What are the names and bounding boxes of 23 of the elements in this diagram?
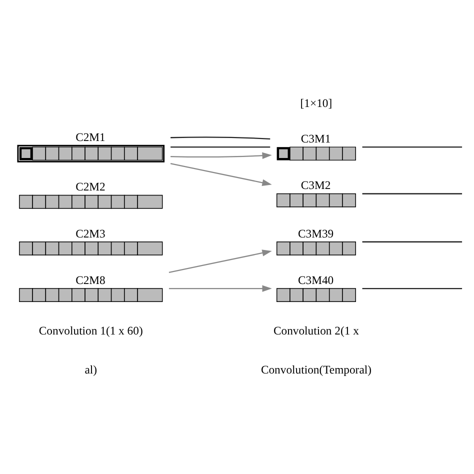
label: Convolution 2(1 x: [273, 324, 359, 337]
node-label: C3M40: [298, 274, 334, 287]
arrow: [168, 284, 272, 292]
label: [1×10]: [300, 96, 332, 110]
connector: [362, 192, 462, 194]
connector: [170, 146, 270, 148]
node-label: C3M39: [298, 226, 334, 240]
arrow: [168, 249, 272, 272]
node-label: C3M2: [300, 178, 331, 192]
connector: [362, 240, 462, 242]
node-label: C2M2: [76, 180, 106, 194]
node-label: C3M1: [300, 132, 331, 146]
label: Convolution(Temporal): [260, 363, 372, 376]
arrow: [170, 152, 272, 158]
label: Convolution 1(1 x 60): [38, 324, 143, 337]
connector: [362, 146, 462, 148]
connector: [362, 287, 462, 289]
node-label: C2M3: [76, 226, 106, 240]
node-label: C2M1: [76, 130, 106, 144]
node-label: C2M8: [76, 274, 106, 287]
arrow: [170, 162, 272, 186]
connector: [170, 136, 270, 140]
label: al): [84, 363, 98, 376]
